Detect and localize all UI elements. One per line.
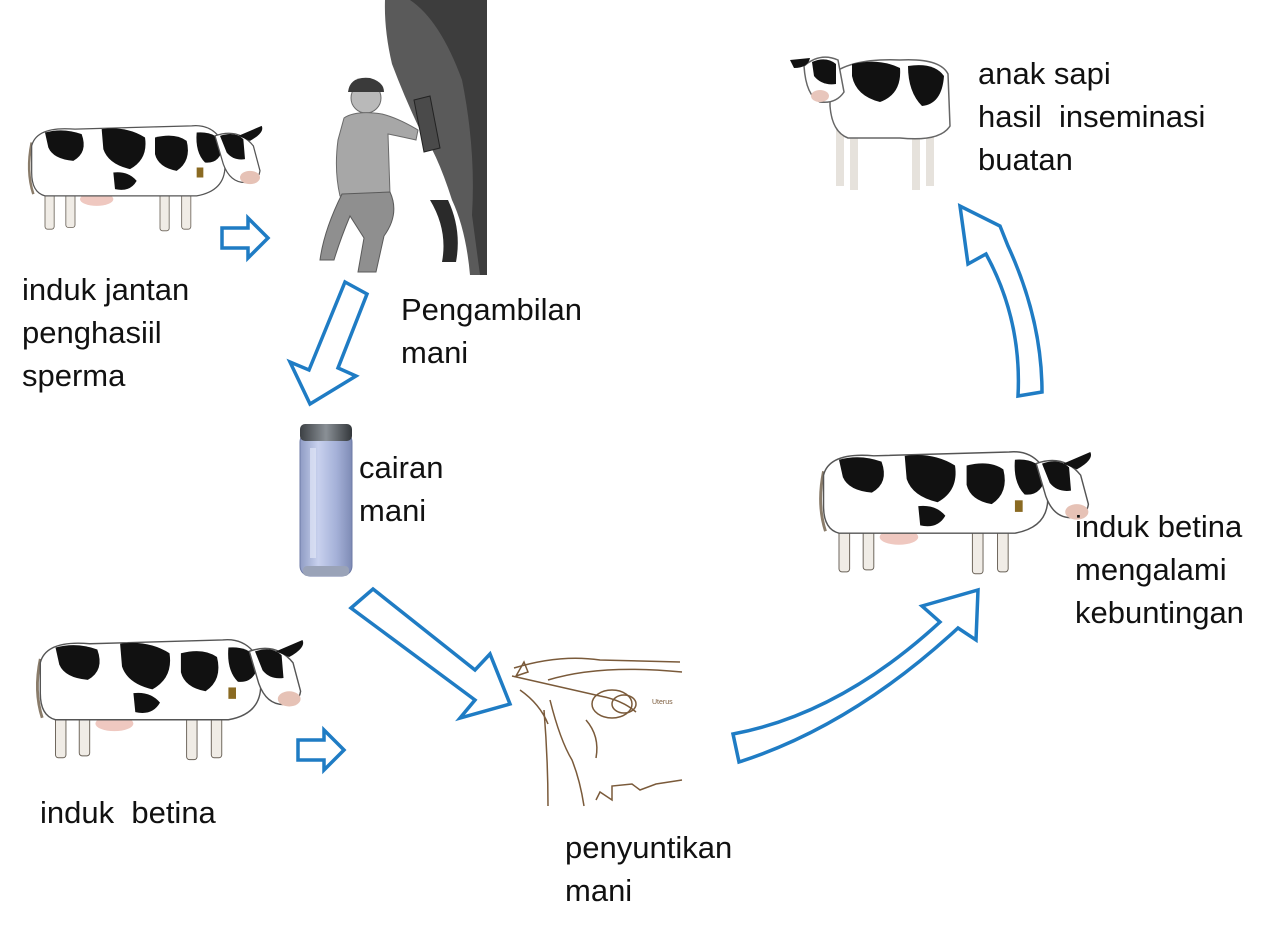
injection-label: penyuntikan mani xyxy=(565,826,732,912)
calf-label-line-1: anak sapi xyxy=(978,56,1111,91)
collection-label: Pengambilan mani xyxy=(401,288,582,374)
pregnant-cow-picture xyxy=(818,449,1093,576)
cow-label: induk betina xyxy=(40,791,216,834)
injection-label-line-1: penyuntikan xyxy=(565,830,733,865)
arrow-bull-to-collection xyxy=(220,213,271,263)
bull-label-line-3: sperma xyxy=(22,358,126,393)
cow-label-line-1: induk betina xyxy=(40,795,216,830)
injection-label-line-2: mani xyxy=(565,873,633,908)
bull-picture xyxy=(27,124,264,233)
arrow-pregnant-to-calf xyxy=(957,202,1044,399)
pregnant-label-line-2: mengalami xyxy=(1075,552,1227,587)
collection-label-line-1: Pengambilan xyxy=(401,292,582,327)
arrow-collection-to-semen xyxy=(286,279,370,407)
semen-collection-photo xyxy=(315,0,487,275)
bull-label-line-1: induk jantan xyxy=(22,272,190,307)
calf-picture xyxy=(790,56,951,190)
calf-label-line-2: hasil inseminasi xyxy=(978,99,1206,134)
pregnant-label: induk betina mengalami kebuntingan xyxy=(1075,505,1244,634)
arrow-cow-to-injection xyxy=(296,725,347,775)
bull-label: induk jantan penghasiil sperma xyxy=(22,268,189,397)
semen-label-line-1: cairan xyxy=(359,450,444,485)
calf-label: anak sapi hasil inseminasi buatan xyxy=(978,52,1205,181)
arrow-semen-to-injection xyxy=(348,586,513,722)
cow-picture xyxy=(35,638,305,762)
bull-label-line-2: penghasiil xyxy=(22,315,162,350)
collection-label-line-2: mani xyxy=(401,335,469,370)
semen-tube-picture xyxy=(299,424,353,577)
calf-label-line-3: buatan xyxy=(978,142,1073,177)
pregnant-label-line-3: kebuntingan xyxy=(1075,595,1244,630)
uterus-label: Uterus xyxy=(652,699,673,706)
pregnant-label-line-1: induk betina xyxy=(1075,509,1243,544)
arrow-injection-to-pregnant xyxy=(730,587,980,765)
insemination-diagram xyxy=(511,657,683,807)
semen-label-line-2: mani xyxy=(359,493,427,528)
semen-label: cairan mani xyxy=(359,446,443,532)
